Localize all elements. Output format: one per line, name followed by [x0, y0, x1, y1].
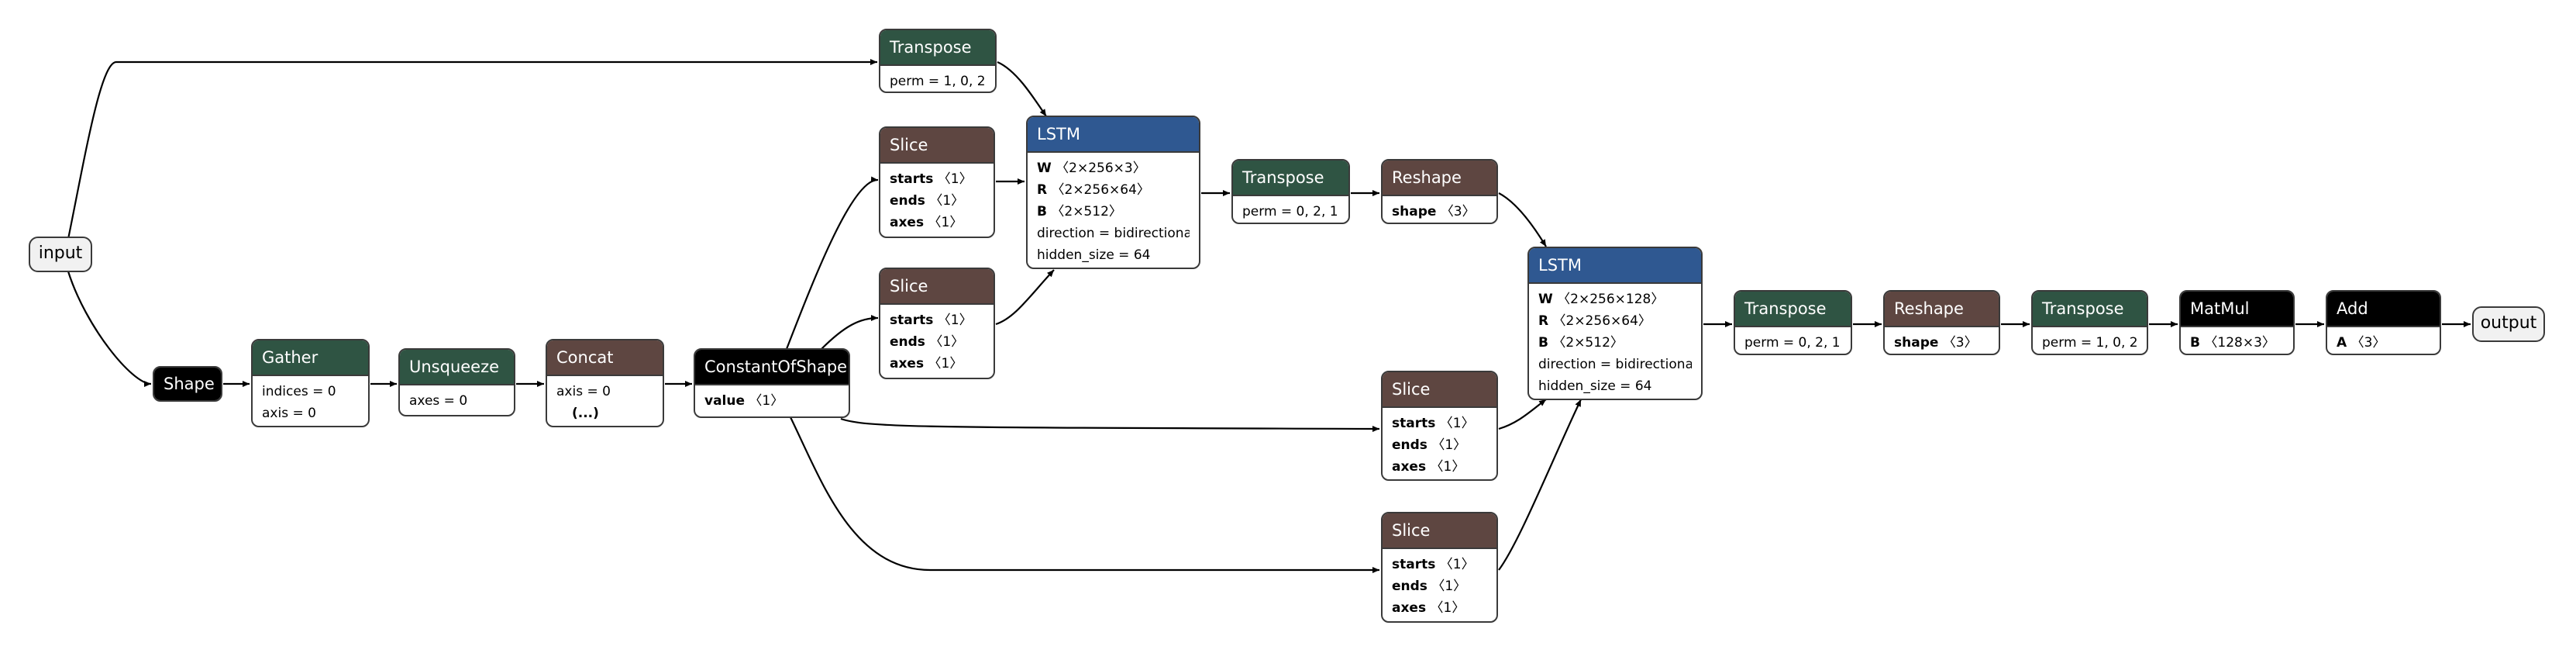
node-title: Unsqueeze — [400, 350, 514, 384]
input-label: input — [38, 244, 83, 263]
output-label: output — [2480, 313, 2537, 333]
node-attr: perm = 0, 2, 1, 3 — [1744, 335, 1841, 351]
node-title: Transpose — [880, 30, 995, 64]
node-input: axes 〈1〉 — [1392, 600, 1465, 616]
node-title: Concat — [547, 340, 663, 375]
node-title: Reshape — [1383, 161, 1496, 195]
node-input: axes 〈1〉 — [890, 356, 963, 371]
node-input: B 〈128×3〉 — [2190, 335, 2275, 351]
shape-node[interactable]: Shape — [153, 366, 222, 402]
node-attr: perm = 0, 2, 1, 3 — [1242, 204, 1339, 219]
node-attr: hidden_size = 64 — [1037, 247, 1151, 263]
node-input: R 〈2×256×64〉 — [1037, 182, 1150, 198]
node-title: Transpose — [1735, 292, 1851, 326]
node-title: Slice — [880, 128, 994, 162]
node-input: ends 〈1〉 — [1392, 437, 1467, 453]
node-attr: indices = 0 — [262, 384, 336, 399]
node-input: B 〈2×512〉 — [1037, 204, 1122, 219]
node-title: LSTM — [1529, 248, 1701, 282]
node-input: axes 〈1〉 — [890, 215, 963, 230]
edge-input-shape — [67, 271, 152, 387]
node-title: Slice — [1383, 372, 1496, 406]
constantofshape-node[interactable]: ConstantOfShape value 〈1〉 — [694, 348, 850, 418]
input-node[interactable]: input — [29, 237, 92, 272]
node-title: Shape — [154, 368, 221, 400]
node-input: R 〈2×256×64〉 — [1538, 313, 1651, 329]
node-attr: (...) — [572, 406, 599, 421]
slice-node-1[interactable]: Slice starts 〈1〉 ends 〈1〉 axes 〈1〉 — [879, 126, 995, 238]
node-title: LSTM — [1028, 117, 1199, 151]
node-title: MatMul — [2181, 292, 2293, 326]
add-node[interactable]: Add A 〈3〉 — [2326, 290, 2441, 355]
edge-slice2-lstm1 — [995, 269, 1055, 326]
node-input: axes 〈1〉 — [1392, 459, 1465, 475]
edge-input-transpose — [67, 59, 877, 240]
concat-node[interactable]: Concat axis = 0 (...) — [546, 339, 664, 427]
reshape-node-2[interactable]: Reshape shape 〈3〉 — [1883, 290, 2000, 355]
node-attr: direction = bidirectiona... — [1037, 226, 1190, 241]
node-input: shape 〈3〉 — [1894, 335, 1978, 351]
node-title: Transpose — [1233, 161, 1348, 195]
node-attr: perm = 1, 0, 2 — [2042, 335, 2137, 351]
slice-node-3[interactable]: Slice starts 〈1〉 ends 〈1〉 axes 〈1〉 — [1381, 371, 1498, 481]
edge-slice3-lstm2 — [1498, 399, 1547, 430]
lstm-node-2[interactable]: LSTM W 〈2×256×128〉 R 〈2×256×64〉 B 〈2×512… — [1527, 247, 1703, 400]
node-title: Add — [2327, 292, 2440, 326]
node-attr: hidden_size = 64 — [1538, 378, 1652, 394]
transpose-top-node[interactable]: Transpose perm = 1, 0, 2 — [879, 29, 997, 93]
node-input: starts 〈1〉 — [1392, 416, 1475, 431]
node-input: starts 〈1〉 — [890, 313, 973, 328]
edge-cos-slice3 — [840, 417, 1380, 432]
node-input: starts 〈1〉 — [890, 171, 973, 187]
node-attr: perm = 1, 0, 2 — [890, 74, 986, 89]
edge-reshape1-lstm2 — [1498, 192, 1547, 247]
edge-cos-slice2 — [821, 315, 879, 350]
node-input: W 〈2×256×3〉 — [1037, 161, 1146, 176]
edge-cos-slice4 — [790, 416, 1379, 573]
node-title: Transpose — [2033, 292, 2147, 326]
reshape-node-1[interactable]: Reshape shape 〈3〉 — [1381, 159, 1498, 224]
node-input: ends 〈1〉 — [890, 193, 965, 209]
node-input: W 〈2×256×128〉 — [1538, 292, 1665, 307]
node-title: Slice — [880, 269, 994, 303]
node-attr: axis = 0 — [262, 406, 316, 421]
lstm-node-1[interactable]: LSTM W 〈2×256×3〉 R 〈2×256×64〉 B 〈2×512〉 … — [1026, 116, 1200, 269]
node-input: ends 〈1〉 — [890, 334, 965, 350]
node-attr: axes = 0 — [409, 393, 468, 409]
matmul-node[interactable]: MatMul B 〈128×3〉 — [2179, 290, 2295, 355]
node-title: Slice — [1383, 513, 1496, 548]
node-input: starts 〈1〉 — [1392, 557, 1475, 572]
node-input: ends 〈1〉 — [1392, 579, 1467, 594]
slice-node-4[interactable]: Slice starts 〈1〉 ends 〈1〉 axes 〈1〉 — [1381, 512, 1498, 623]
edge-transpose-lstm1 — [997, 60, 1047, 117]
node-input: B 〈2×512〉 — [1538, 335, 1624, 351]
slice-node-2[interactable]: Slice starts 〈1〉 ends 〈1〉 axes 〈1〉 — [879, 268, 995, 379]
node-attr: direction = bidirectiona... — [1538, 357, 1692, 372]
transpose-node-3[interactable]: Transpose perm = 0, 2, 1, 3 — [1734, 290, 1852, 355]
node-input: value 〈1〉 — [704, 393, 784, 409]
transpose-node-2[interactable]: Transpose perm = 0, 2, 1, 3 — [1231, 159, 1350, 224]
edge-slice4-lstm2 — [1498, 399, 1582, 571]
unsqueeze-node[interactable]: Unsqueeze axes = 0 — [398, 348, 515, 416]
node-title: ConstantOfShape — [695, 350, 849, 384]
gather-node[interactable]: Gather indices = 0 axis = 0 — [251, 339, 370, 427]
edge-cos-slice1 — [785, 176, 879, 350]
node-title: Gather — [253, 340, 368, 375]
output-node[interactable]: output — [2472, 306, 2545, 342]
node-attr: axis = 0 — [556, 384, 611, 399]
transpose-node-4[interactable]: Transpose perm = 1, 0, 2 — [2031, 290, 2148, 355]
node-input: A 〈3〉 — [2337, 335, 2386, 351]
node-input: shape 〈3〉 — [1392, 204, 1476, 219]
node-title: Reshape — [1885, 292, 1999, 326]
